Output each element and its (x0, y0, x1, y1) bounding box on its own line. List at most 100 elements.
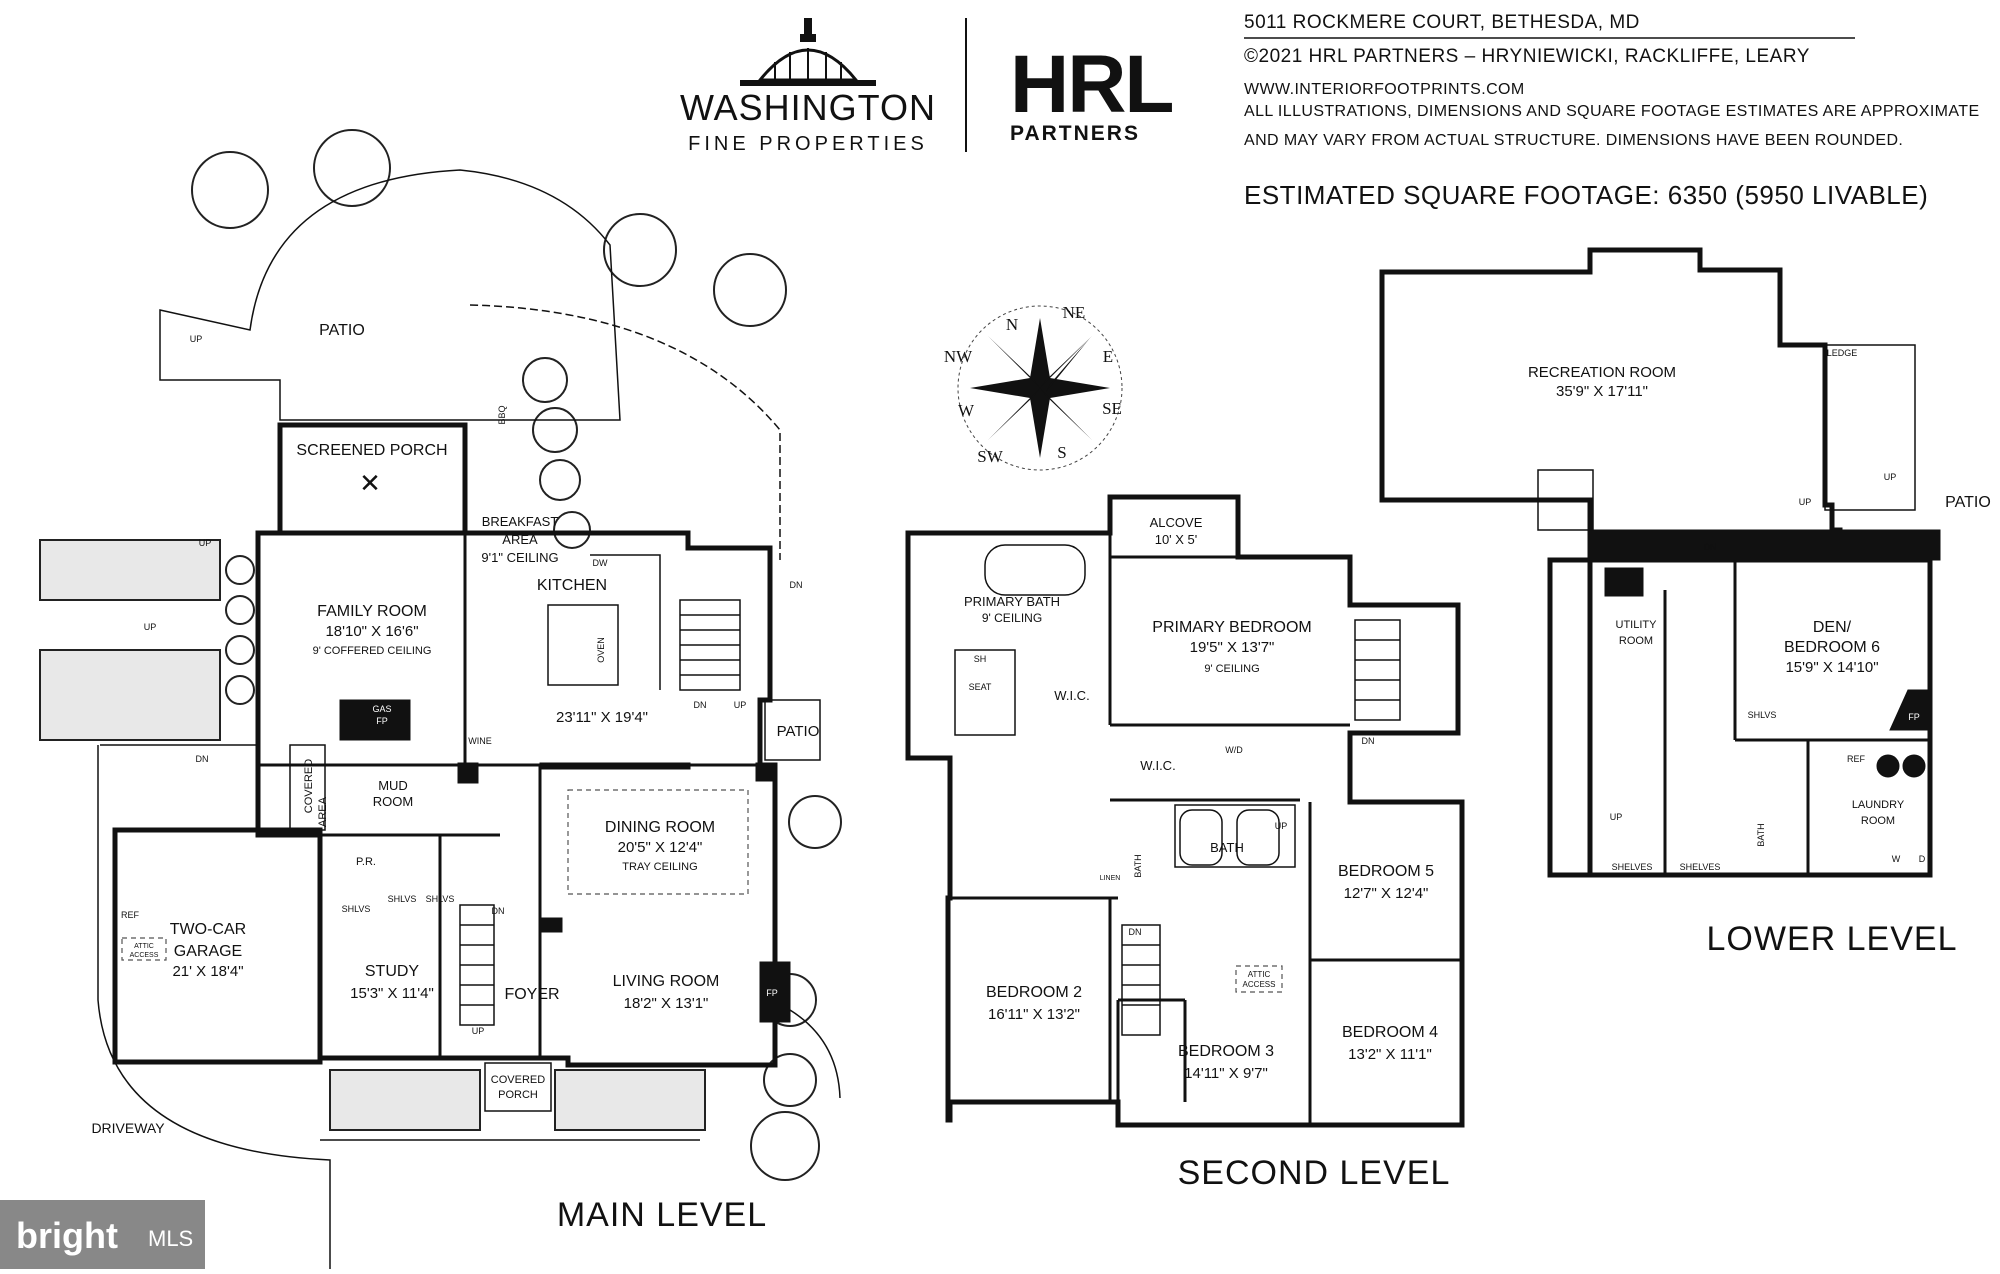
mls-logo-text: MLS (148, 1226, 193, 1251)
main-dn-label: DN (790, 580, 803, 590)
wine-label: WINE (468, 736, 492, 746)
washington-fine-properties-logo: WASHINGTON FINE PROPERTIES (680, 18, 935, 155)
bedroom-2-label: BEDROOM 2 (986, 984, 1082, 1001)
utility-label-2: ROOM (1619, 635, 1653, 647)
bathtub (1179, 809, 1223, 866)
hrl-partners-logo: HRL PARTNERS (1010, 39, 1175, 145)
gas-fireplace (339, 699, 411, 741)
bedroom-5-dimensions: 12'7" X 12'4" (1344, 885, 1429, 902)
compass-s: S (1057, 443, 1066, 462)
hall-bath (1174, 804, 1296, 868)
den-dimensions: 15'9" X 14'10" (1785, 659, 1878, 676)
primary-bedroom-dimensions: 19'5" X 13'7" (1190, 639, 1275, 656)
bbq-label: BBQ (497, 405, 507, 424)
bedroom-3-dimensions: 14'11" X 9'7" (1184, 1065, 1268, 1082)
lower-up-label-1: UP (1799, 497, 1812, 507)
dryer-label: D (1919, 854, 1926, 864)
second-dn-label: DN (1362, 736, 1375, 746)
garage-attic-box (121, 937, 167, 961)
garage-dn-label: DN (196, 754, 209, 764)
deck-up-label: UP (199, 538, 212, 548)
copyright-line: ©2021 HRL PARTNERS – HRYNIEWICKI, RACKLI… (1244, 46, 1810, 67)
lower-patio (1537, 469, 1594, 531)
wic-label-2: W.I.C. (1140, 758, 1175, 773)
mud-room-label-2: ROOM (373, 794, 413, 809)
breakfast-ceiling-note: 9'1" CEILING (481, 550, 558, 565)
kitchen-dining-beam (539, 762, 691, 770)
compass-rose: N NE E SE S SW W NW (944, 303, 1123, 471)
primary-bedroom-label: PRIMARY BEDROOM (1152, 619, 1311, 636)
bedroom-5-label: BEDROOM 5 (1338, 863, 1434, 880)
living-fireplace (759, 961, 791, 1023)
patio-outline (159, 169, 621, 421)
family-room-label: FAMILY ROOM (317, 603, 427, 620)
compass-n: N (1006, 315, 1018, 334)
covered-porch-label-2: PORCH (498, 1089, 538, 1101)
foyer-dn-label: DN (492, 906, 505, 916)
covered-porch-label-1: COVERED (491, 1074, 545, 1086)
breakfast-label-1: BREAKFAST (482, 514, 559, 529)
wic-label-1: W.I.C. (1054, 688, 1089, 703)
hedge-upper (39, 539, 221, 601)
primary-tub (984, 544, 1086, 596)
hedge-front-right (554, 1069, 706, 1131)
driveway-edge (97, 744, 331, 1269)
bath-label: BATH (1210, 840, 1244, 855)
compass-ne: NE (1063, 303, 1086, 322)
primary-bath-label: PRIMARY BATH (964, 594, 1060, 609)
dining-room-dimensions: 20'5" X 12'4" (618, 839, 703, 856)
alcove-label: ALCOVE (1150, 515, 1203, 530)
second-attic-box (1235, 965, 1283, 993)
breakfast-label-2: AREA (502, 532, 538, 547)
garage-dimensions: 21' X 18'4" (172, 963, 243, 980)
utility-label-1: UTILITY (1616, 619, 1658, 631)
laundry-label-2: ROOM (1861, 815, 1895, 827)
compass-sw: SW (977, 447, 1003, 466)
oven-label: OVEN (596, 637, 606, 663)
den-label-1: DEN/ (1813, 619, 1852, 636)
lower-ref-label: REF (1847, 754, 1866, 764)
square-footage: ESTIMATED SQUARE FOOTAGE: 6350 (5950 LIV… (1244, 180, 1928, 210)
covered-area-label-1: COVERED (303, 759, 315, 813)
covered-area-label-2: AREA (317, 796, 329, 827)
garage-label-2: GARAGE (174, 943, 242, 960)
header-block: 5011 ROCKMERE COURT, BETHESDA, MD ©2021 … (1244, 12, 1979, 210)
living-room-label: LIVING ROOM (613, 973, 720, 990)
bedroom-3-label: BEDROOM 3 (1178, 1043, 1274, 1060)
washer-top (1876, 754, 1900, 778)
dishwasher-label: DW (593, 558, 608, 568)
washer-label: W (1892, 854, 1901, 864)
linen-label: LINEN (1100, 875, 1121, 882)
lower-up-label-2: UP (1884, 472, 1897, 482)
lower-patio-label: PATIO (1945, 494, 1991, 511)
alcove-dimensions: 10' X 5' (1155, 532, 1198, 547)
main-up-label: UP (734, 700, 747, 710)
bedroom-4-dimensions: 13'2" X 11'1" (1348, 1046, 1432, 1063)
side-patio (764, 699, 821, 761)
second-attic-label-1: ATTIC (1248, 970, 1271, 979)
bathtub-2 (1236, 809, 1280, 866)
patio-label: PATIO (319, 322, 365, 339)
second-level-title: SECOND LEVEL (1178, 1154, 1451, 1192)
covered-porch (484, 1062, 552, 1112)
compass-se: SE (1102, 399, 1122, 418)
garage-walls (112, 827, 323, 1065)
stone-path (469, 304, 781, 560)
gas-fp-label-2: FP (376, 716, 388, 726)
compass-w: W (958, 401, 975, 420)
living-room-dimensions: 18'2" X 13'1" (624, 995, 709, 1012)
second-dn-label-2: DN (1129, 927, 1142, 937)
bedroom-2-dimensions: 16'11" X 13'2" (988, 1006, 1080, 1023)
column (457, 762, 479, 784)
kitchen-label: KITCHEN (537, 577, 607, 594)
utility-equipment (1604, 567, 1644, 597)
property-address: 5011 ROCKMERE COURT, BETHESDA, MD (1244, 12, 1640, 33)
bright-logo-text: bright (16, 1215, 118, 1256)
den-label-2: BEDROOM 6 (1784, 639, 1880, 656)
shelves-label-1: SHELVES (1612, 862, 1653, 872)
den-shlvs-label: SHLVS (1748, 710, 1777, 720)
seat-label: SEAT (969, 682, 992, 692)
washer-dryer-label: W/D (1225, 745, 1243, 755)
disclaimer-line-2: AND MAY VARY FROM ACTUAL STRUCTURE. DIME… (1244, 132, 1903, 149)
tray-ceiling-outline (567, 789, 749, 895)
